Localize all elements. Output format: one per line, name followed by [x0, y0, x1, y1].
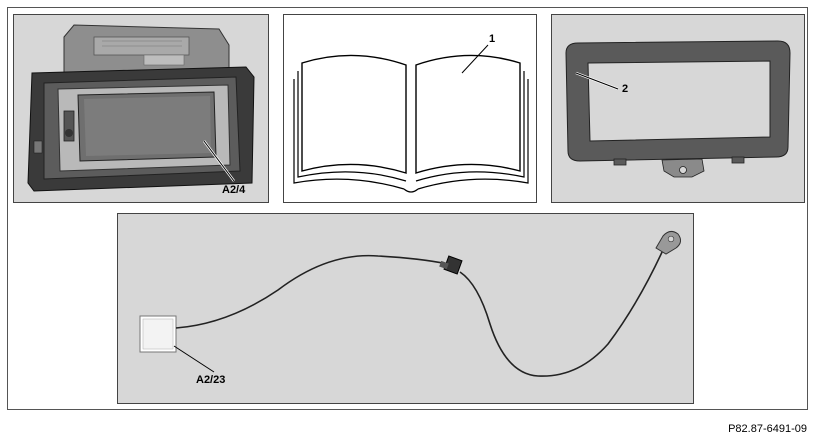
cable-module-illustration	[139, 230, 682, 377]
figure-code: P82.87-6491-09	[728, 423, 807, 435]
head-unit-illustration	[27, 24, 255, 192]
panel-trim-frame: 2	[551, 14, 805, 203]
panel-head-unit: A2/4	[13, 14, 269, 203]
manual-illustration	[293, 44, 529, 193]
callout-cable-module: A2/23	[196, 374, 226, 386]
callout-trim-frame: 2	[622, 83, 629, 95]
callout-head-unit: A2/4	[222, 184, 246, 196]
trim-frame-illustration	[565, 40, 791, 178]
panel-cable-module: A2/23	[117, 213, 694, 404]
callout-manual: 1	[489, 33, 496, 45]
panel-manual: 1	[283, 14, 537, 203]
